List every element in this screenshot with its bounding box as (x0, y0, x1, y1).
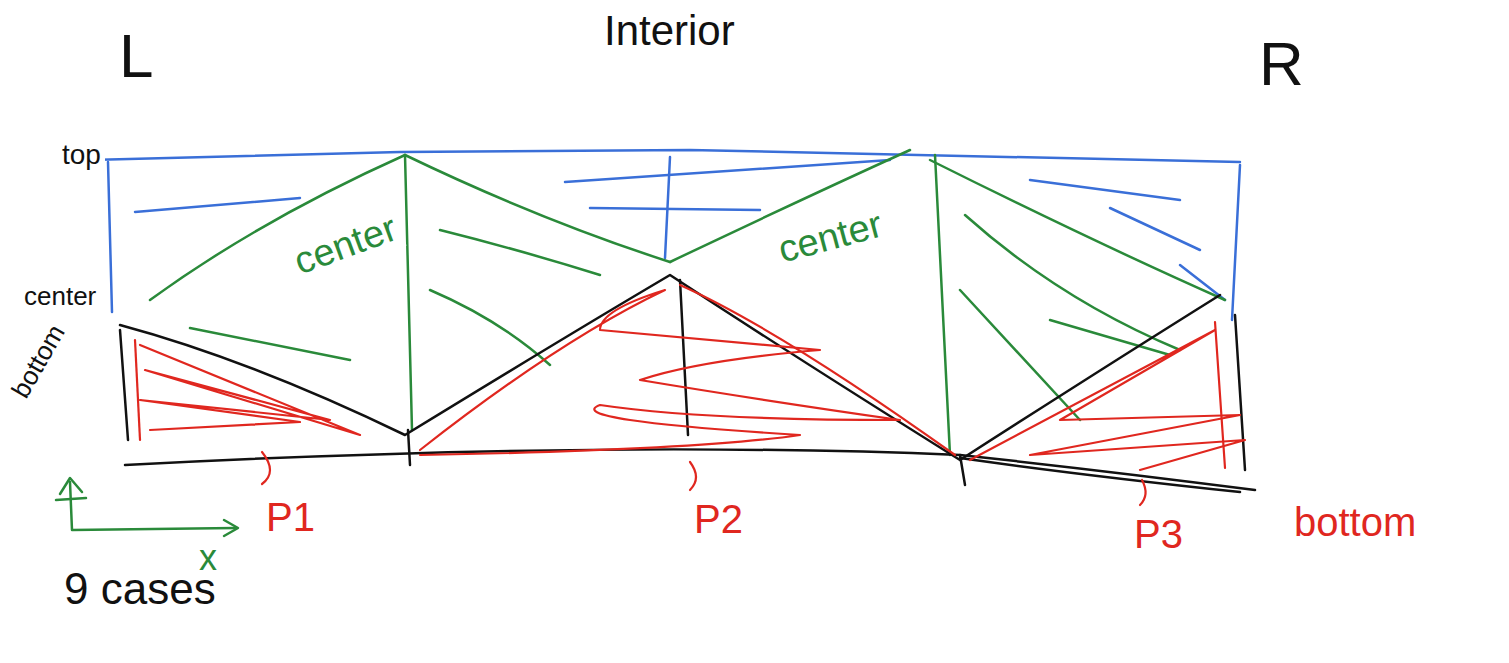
leader-hook (690, 462, 696, 490)
axis-line (70, 482, 235, 530)
ground-line (960, 458, 1240, 492)
region-name: P2 (690, 497, 747, 541)
axis-label: x (195, 538, 221, 578)
layer-name: center (20, 282, 100, 311)
layer-name: top (58, 140, 105, 171)
left-edge (120, 330, 128, 440)
divider (665, 157, 670, 258)
center-divider (935, 155, 950, 455)
leader-hook (1140, 480, 1146, 505)
region-name: center (285, 206, 406, 284)
axis-mark (56, 498, 86, 500)
leader-hook (262, 452, 270, 484)
axis-arrow (224, 520, 238, 536)
center-divider (405, 155, 412, 430)
bottom-region (135, 285, 1245, 505)
center-boundary (405, 155, 670, 262)
region-name: P3 (1130, 512, 1187, 556)
ground-line (125, 449, 1255, 490)
section-title: Interior (600, 8, 739, 54)
tick (408, 430, 410, 465)
right-edge (1232, 165, 1240, 320)
side-letter: L (115, 22, 157, 90)
bottom-boundary (120, 275, 1220, 460)
boundaries (120, 275, 1255, 492)
region-name: bottom (1290, 500, 1420, 544)
hatch (565, 160, 890, 182)
hatch (430, 290, 550, 365)
scribble (1215, 322, 1225, 468)
region-name: center (770, 203, 891, 273)
scribble (970, 330, 1245, 470)
hatch (1030, 180, 1180, 200)
side-letter: R (1255, 30, 1308, 98)
scribble (140, 345, 360, 435)
top-line (90, 150, 1240, 162)
right-edge (1235, 315, 1245, 470)
hatch (590, 208, 760, 210)
region-name: P1 (262, 495, 319, 539)
scribble (420, 290, 900, 455)
center-boundary (930, 160, 1225, 300)
hatch (135, 198, 300, 212)
scribble (680, 285, 955, 455)
top-region (90, 150, 1240, 320)
hatch (1110, 208, 1200, 250)
axis-arrow (60, 478, 82, 494)
scribble (135, 340, 140, 440)
hatch (440, 230, 600, 275)
divider (680, 280, 688, 435)
layer-name: bottom (4, 316, 73, 406)
axes (56, 478, 238, 536)
hatch (960, 290, 1080, 420)
left-edge (108, 162, 112, 312)
tick (960, 455, 965, 485)
